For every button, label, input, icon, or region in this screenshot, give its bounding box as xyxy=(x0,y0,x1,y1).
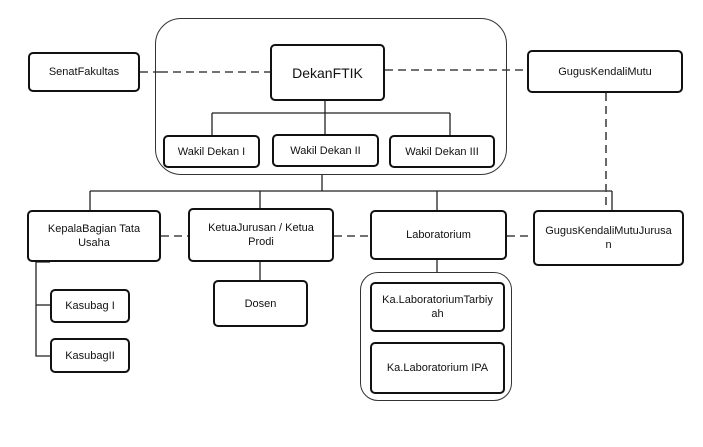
ketua-jurusan-label: KetuaJurusan / Ketua Prodi xyxy=(208,222,314,248)
wakil-dekan-3-box: Wakil Dekan III xyxy=(389,135,495,168)
gugus-kendali-mutu-jurusan-label: GugusKendaliMutuJurusan xyxy=(545,225,672,251)
gugus-kendali-mutu-label: GugusKendaliMutu xyxy=(558,65,652,78)
laboratorium-label: Laboratorium xyxy=(406,229,471,241)
ka-lab-tarbiyah-label: Ka.LaboratoriumTarbiyah xyxy=(382,294,493,320)
dekan-box: DekanFTIK xyxy=(270,44,385,101)
wakil-dekan-1-label: Wakil Dekan I xyxy=(177,145,246,158)
dosen-label: Dosen xyxy=(244,297,277,310)
kasubag-1-box: Kasubag I xyxy=(50,289,130,323)
ka-lab-ipa-box: Ka.Laboratorium IPA xyxy=(370,342,505,394)
senat-fakultas-label: SenatFakultas xyxy=(48,66,120,78)
gugus-kendali-mutu-box: GugusKendaliMutu xyxy=(527,50,683,93)
kepala-bagian-tu-box: KepalaBagian Tata Usaha xyxy=(27,210,161,262)
ka-lab-ipa-label: Ka.Laboratorium IPA xyxy=(386,362,489,374)
kasubag-bracket-line xyxy=(35,261,50,357)
ka-lab-tarbiyah-box: Ka.LaboratoriumTarbiyah xyxy=(370,282,505,332)
ketua-jurusan-box: KetuaJurusan / Ketua Prodi xyxy=(188,208,334,262)
dekan-label: DekanFTIK xyxy=(292,64,363,81)
wakil-dekan-2-label: Wakil Dekan II xyxy=(290,144,361,157)
kasubag-2-box: KasubagII xyxy=(50,338,130,373)
gugus-kendali-mutu-jurusan-box: GugusKendaliMutuJurusan xyxy=(533,210,684,266)
wakil-dekan-3-label: Wakil Dekan III xyxy=(405,145,479,158)
laboratory-group xyxy=(360,272,512,401)
senat-fakultas-box: SenatFakultas xyxy=(28,52,140,92)
wakil-dekan-1-box: Wakil Dekan I xyxy=(163,135,260,168)
kasubag-1-label: Kasubag I xyxy=(65,300,115,312)
kasubag-2-label: KasubagII xyxy=(65,349,115,362)
kepala-bagian-tu-label: KepalaBagian Tata Usaha xyxy=(47,223,141,249)
laboratorium-box: Laboratorium xyxy=(370,210,507,260)
dosen-box: Dosen xyxy=(213,280,308,327)
wakil-dekan-2-box: Wakil Dekan II xyxy=(272,134,379,167)
faculty-leadership-group xyxy=(155,18,507,175)
